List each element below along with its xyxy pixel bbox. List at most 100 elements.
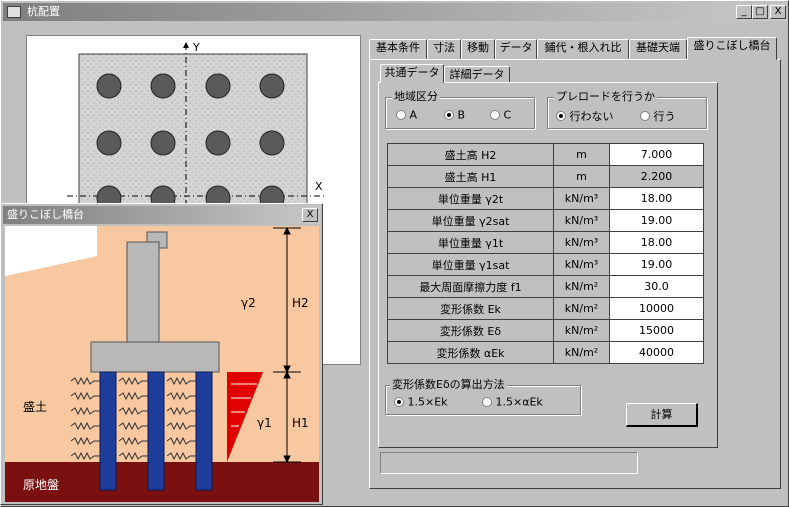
main-window-title: 杭配置 bbox=[27, 5, 60, 18]
parameter-value-field[interactable]: 30.0 bbox=[609, 275, 704, 298]
parameter-unit: kN/m³ bbox=[553, 231, 610, 254]
subtab-detail-data[interactable]: 詳細データ bbox=[444, 66, 510, 83]
sub-title-bar[interactable]: 盛りこぼし橋台 X bbox=[3, 206, 320, 224]
parameter-label: 単位重量 γ2t bbox=[387, 187, 554, 210]
tab-strip: 基本条件 寸法 移動 データ 鋪代・根入れ比 基礎天端 盛りこぼし橋台 bbox=[369, 37, 779, 60]
sub-window-title: 盛りこぼし橋台 bbox=[7, 208, 84, 221]
parameter-unit: kN/m³ bbox=[553, 253, 610, 276]
app-icon bbox=[7, 6, 21, 18]
gamma2-label: γ2 bbox=[241, 296, 256, 310]
parameter-label: 盛土高 H2 bbox=[387, 143, 554, 166]
parameter-unit: kN/m² bbox=[553, 341, 610, 364]
parameter-unit: kN/m² bbox=[553, 319, 610, 342]
parameter-value-field[interactable]: 15000 bbox=[609, 319, 704, 342]
pile-circle bbox=[205, 73, 231, 99]
parameter-label: 変形係数 Eδ bbox=[387, 319, 554, 342]
tab-data[interactable]: データ bbox=[495, 39, 537, 59]
parameter-unit: kN/m³ bbox=[553, 209, 610, 232]
pile-circle bbox=[205, 130, 231, 156]
parameter-value-field[interactable]: 10000 bbox=[609, 297, 704, 320]
parameter-value-field[interactable]: 19.00 bbox=[609, 209, 704, 232]
pressure-arrows bbox=[231, 383, 257, 427]
x-axis-label: X bbox=[315, 180, 323, 193]
tab-embedment[interactable]: 鋪代・根入れ比 bbox=[537, 39, 629, 59]
parameter-unit: kN/m² bbox=[553, 275, 610, 298]
close-button[interactable]: X bbox=[770, 5, 786, 19]
method-radio-alpha-ek[interactable]: 1.5×αEk bbox=[482, 395, 543, 409]
area-radio-b[interactable]: B bbox=[444, 108, 465, 122]
status-field bbox=[380, 452, 638, 474]
gamma1-label: γ1 bbox=[257, 416, 272, 430]
minimize-button[interactable]: _ bbox=[736, 5, 752, 19]
preload-radio-yes[interactable]: 行う bbox=[640, 108, 676, 124]
parameter-value-field[interactable]: 7.000 bbox=[609, 143, 704, 166]
parameter-value-field[interactable]: 19.00 bbox=[609, 253, 704, 276]
pile-circle bbox=[96, 130, 122, 156]
tab-abutment[interactable]: 盛りこぼし橋台 bbox=[687, 37, 777, 60]
parameter-label: 単位重量 γ1sat bbox=[387, 253, 554, 276]
area-radio-a[interactable]: A bbox=[396, 108, 417, 122]
abutment-diagram: γ2 H2 γ1 H1 盛土 原地盤 bbox=[5, 226, 319, 502]
parameter-unit: m bbox=[553, 143, 610, 166]
abutment-diagram-window: 盛りこぼし橋台 X bbox=[0, 203, 323, 505]
sub-close-button[interactable]: X bbox=[302, 208, 318, 222]
pile-shaft bbox=[147, 371, 165, 491]
preload-label: プレロードを行うか bbox=[554, 90, 657, 103]
maximize-button[interactable]: □ bbox=[752, 5, 768, 19]
fill-soil-label: 盛土 bbox=[23, 400, 48, 414]
y-axis-label: Y bbox=[193, 41, 200, 54]
parameter-value-field[interactable]: 18.00 bbox=[609, 187, 704, 210]
pile-circle bbox=[259, 73, 285, 99]
tab-footing-top[interactable]: 基礎天端 bbox=[629, 39, 687, 59]
area-classification-group: 地域区分 A B C bbox=[385, 91, 535, 129]
abutment-wall bbox=[126, 241, 160, 347]
tab-basic-conditions[interactable]: 基本条件 bbox=[369, 39, 427, 59]
tab-dimensions[interactable]: 寸法 bbox=[427, 39, 461, 59]
preload-radio-no[interactable]: 行わない bbox=[556, 108, 614, 124]
soil-springs bbox=[70, 376, 196, 461]
parameter-value-field: 2.200 bbox=[609, 165, 704, 188]
parameter-label: 最大周面摩擦力度 f1 bbox=[387, 275, 554, 298]
deformation-method-group: 変形係数Eδの算出方法 1.5×Ek 1.5×αEk bbox=[385, 379, 581, 415]
parameter-label: 単位重量 γ2sat bbox=[387, 209, 554, 232]
preload-group: プレロードを行うか 行わない 行う bbox=[547, 91, 707, 129]
base-ground-label: 原地盤 bbox=[23, 478, 60, 492]
parameter-unit: kN/m³ bbox=[553, 187, 610, 210]
parameter-label: 単位重量 γ1t bbox=[387, 231, 554, 254]
calculate-button[interactable]: 計算 bbox=[626, 403, 698, 427]
area-classification-label: 地域区分 bbox=[392, 90, 440, 103]
pile-circle bbox=[150, 73, 176, 99]
h2-label: H2 bbox=[292, 296, 309, 310]
parameter-unit: m bbox=[553, 165, 610, 188]
parameter-label: 変形係数 αEk bbox=[387, 341, 554, 364]
subtab-common-data[interactable]: 共通データ bbox=[380, 64, 444, 83]
tab-panel: 共通データ 詳細データ 地域区分 A B C プレロードを行うか 行わない 行う… bbox=[369, 59, 781, 489]
pile-shaft bbox=[195, 371, 213, 491]
earth-pressure-diagram bbox=[227, 372, 263, 462]
pile-circle bbox=[259, 130, 285, 156]
method-radio-ek[interactable]: 1.5×Ek bbox=[394, 395, 448, 409]
dimension-lines bbox=[273, 226, 301, 464]
tab-move[interactable]: 移動 bbox=[461, 39, 495, 59]
parameter-value-field[interactable]: 18.00 bbox=[609, 231, 704, 254]
parameter-value-field[interactable]: 40000 bbox=[609, 341, 704, 364]
pile-shaft bbox=[99, 371, 117, 491]
y-axis-arrow bbox=[183, 42, 189, 48]
main-title-bar[interactable]: 杭配置 _ □ X bbox=[3, 3, 786, 21]
area-radio-c[interactable]: C bbox=[490, 108, 511, 122]
parameter-label: 変形係数 Ek bbox=[387, 297, 554, 320]
pile-circle bbox=[96, 73, 122, 99]
